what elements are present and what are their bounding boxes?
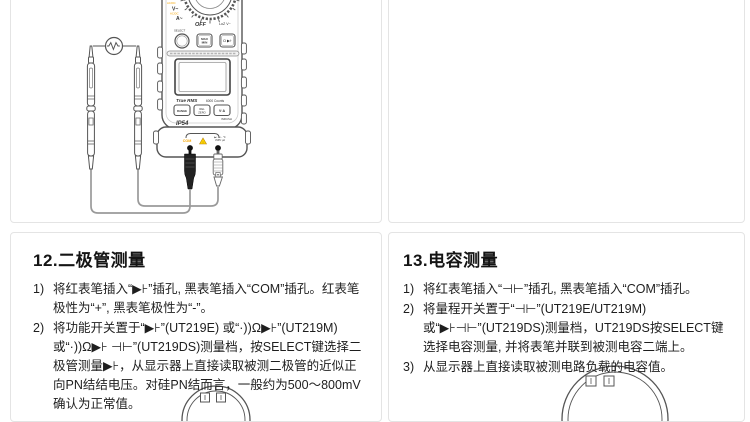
- item-number: 2): [403, 302, 415, 316]
- section-title: 12.二极管测量: [33, 251, 146, 270]
- item-number: 3): [403, 360, 415, 374]
- item-number: 1): [403, 282, 415, 296]
- item-text: 将功能开关置于“▶⊦”(UT219E) 或“·))Ω▶⊦”(UT219M) 或“…: [53, 321, 362, 411]
- instruction-list: 1) 将红表笔插入“⊣⊢”插孔, 黑表笔插入“COM”插孔。 2) 将量程开关置…: [403, 280, 732, 377]
- diode-section: 12.二极管测量 1) 将红表笔插入“▶⊦”插孔, 黑表笔插入“COM”插孔。红…: [10, 232, 382, 422]
- capacitance-section: 13.电容测量 1) 将红表笔插入“⊣⊢”插孔, 黑表笔插入“COM”插孔。 2…: [388, 232, 745, 422]
- item-text: 将红表笔插入“⊣⊢”插孔, 黑表笔插入“COM”插孔。: [423, 282, 698, 296]
- item-text: 从显示器上直接读取被测电路负载的电容值。: [423, 360, 674, 374]
- capacitance-measurement-figure: [388, 0, 745, 223]
- instruction-list: 1) 将红表笔插入“▶⊦”插孔, 黑表笔插入“COM”插孔。红表笔极性为“+”,…: [33, 280, 369, 414]
- diode-symbol: [107, 41, 120, 51]
- capacitance-figure-art: [389, 0, 744, 222]
- list-item: 2) 将量程开关置于“⊣⊢”(UT219E/UT219M) 或“▶⊦⊣⊢”(UT…: [403, 300, 732, 357]
- list-item: 1) 将红表笔插入“▶⊦”插孔, 黑表笔插入“COM”插孔。红表笔极性为“+”,…: [33, 280, 369, 318]
- item-text: 将红表笔插入“▶⊦”插孔, 黑表笔插入“COM”插孔。红表笔极性为“+”, 黑表…: [53, 282, 360, 315]
- list-item: 3) 从显示器上直接读取被测电路负载的电容值。: [403, 358, 732, 377]
- item-number: 2): [33, 321, 45, 335]
- diode-measurement-figure: [10, 0, 382, 223]
- item-number: 1): [33, 282, 45, 296]
- list-item: 1) 将红表笔插入“⊣⊢”插孔, 黑表笔插入“COM”插孔。: [403, 280, 732, 299]
- item-text: 将量程开关置于“⊣⊢”(UT219E/UT219M) 或“▶⊦⊣⊢”(UT219…: [423, 302, 724, 354]
- list-item: 2) 将功能开关置于“▶⊦”(UT219E) 或“·))Ω▶⊦”(UT219M)…: [33, 319, 369, 414]
- diode-figure-art: [11, 0, 252, 222]
- section-title: 13.电容测量: [403, 251, 499, 270]
